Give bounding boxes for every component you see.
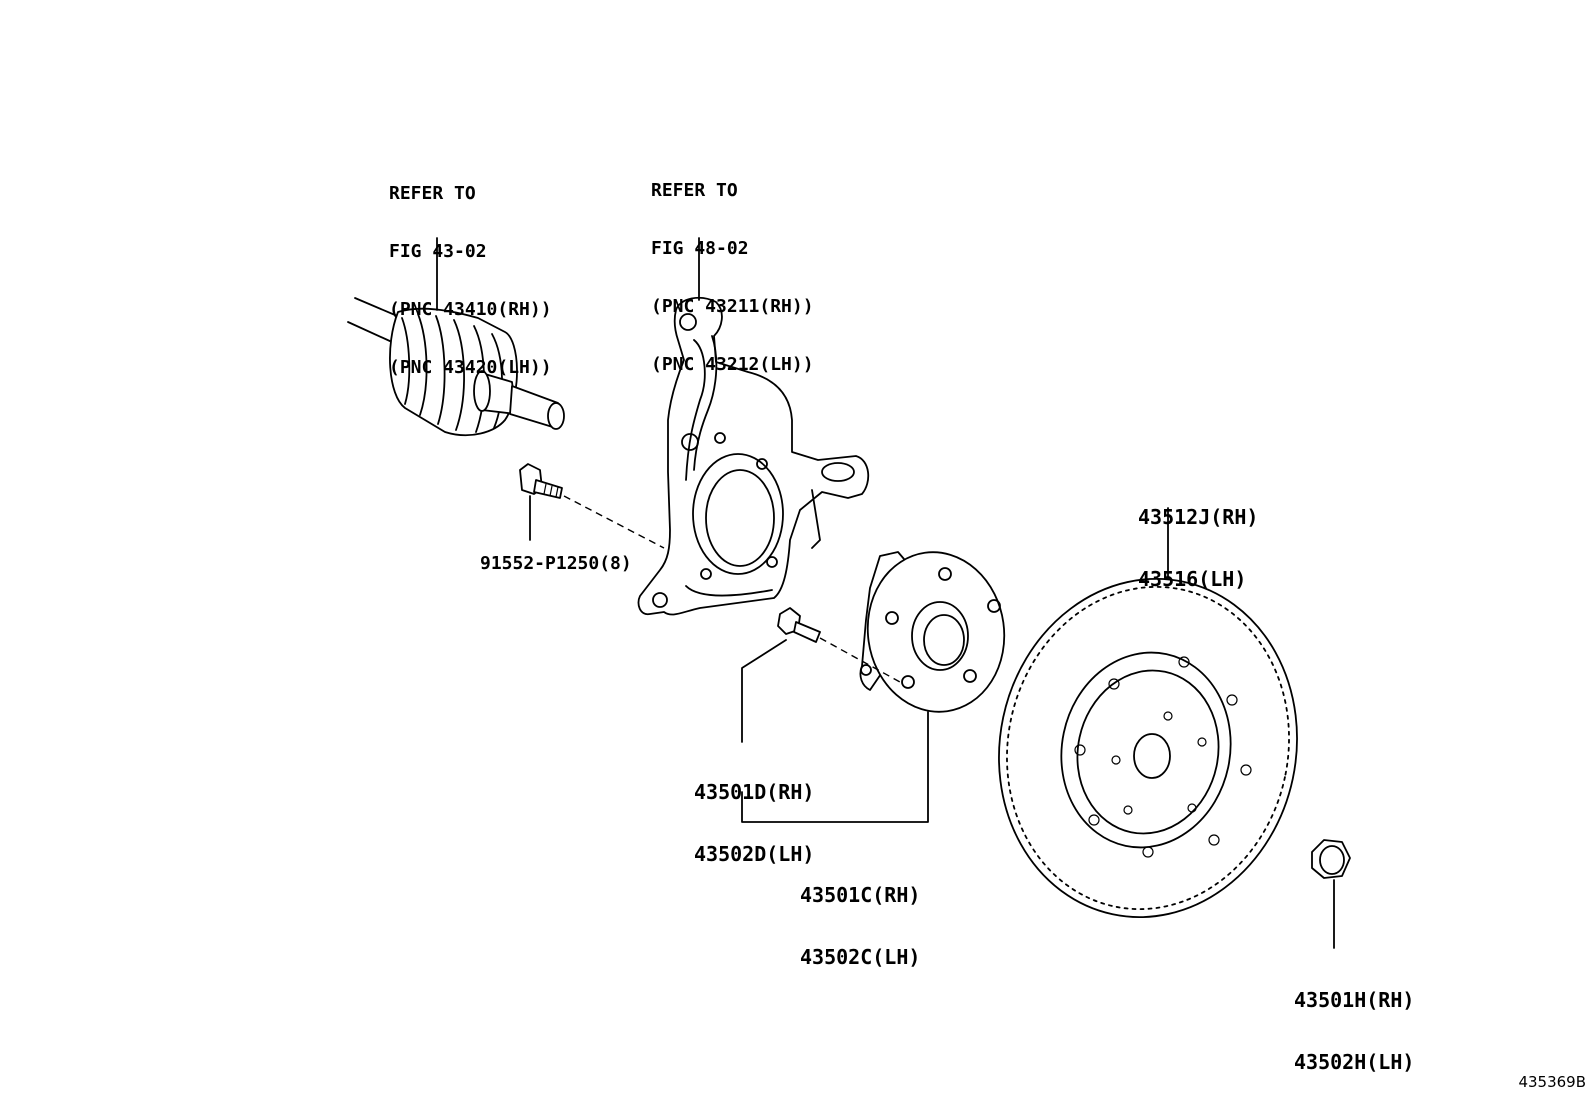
figure-id: 435369B [1518, 1073, 1586, 1091]
label-line: 43502H(LH) [1294, 1050, 1415, 1074]
knuckle-bolt[interactable] [519, 463, 563, 499]
label-line: 43502D(LH) [694, 842, 815, 866]
label-line: 43516(LH) [1138, 567, 1247, 591]
hub-bolt[interactable] [777, 607, 821, 643]
label-line: FIG 48-02 [651, 238, 749, 259]
knuckle-ref-label: REFER TO FIG 48-02 (PNC 43211(RH)) (PNC … [651, 146, 814, 396]
label-line: 43501D(RH) [694, 780, 815, 804]
leader-hub-bolt [741, 639, 787, 743]
hub-nut[interactable] [1311, 839, 1351, 879]
label-line: 43512J(RH) [1138, 505, 1259, 529]
hub-bolt-path-line [819, 637, 901, 683]
label-line: (PNC 43410(RH)) [389, 299, 552, 320]
nut-part-label: 43501H(RH) 43502H(LH) [1294, 950, 1414, 1094]
label-line: 43502C(LH) [800, 945, 921, 969]
brake-disc[interactable] [968, 551, 1328, 945]
label-line: (PNC 43211(RH)) [651, 296, 814, 317]
label-line: FIG 43-02 [389, 241, 487, 262]
label-line: (PNC 43212(LH)) [651, 354, 814, 375]
hub-assembly[interactable] [858, 543, 1015, 720]
hub-assy-part-label: 43501C(RH) 43502C(LH) [800, 845, 920, 989]
steering-knuckle[interactable] [637, 296, 870, 616]
label-line: REFER TO [651, 180, 738, 201]
bolt-path-line [563, 495, 665, 549]
hub-bolt-part-label: 43501D(RH) 43502D(LH) [694, 742, 814, 886]
bolt-part-label: 91552-P1250(8) [480, 553, 632, 574]
drive-shaft[interactable] [347, 297, 565, 437]
label-line: REFER TO [389, 183, 476, 204]
drive-shaft-ref-label: REFER TO FIG 43-02 (PNC 43410(RH)) (PNC … [389, 149, 552, 399]
disc-part-label: 43512J(RH) 43516(LH) [1138, 467, 1258, 611]
label-line: 43501C(RH) [800, 883, 921, 907]
label-line: (PNC 43420(LH)) [389, 357, 552, 378]
label-line: 43501H(RH) [1294, 988, 1415, 1012]
leader-hub-assy [741, 711, 929, 823]
